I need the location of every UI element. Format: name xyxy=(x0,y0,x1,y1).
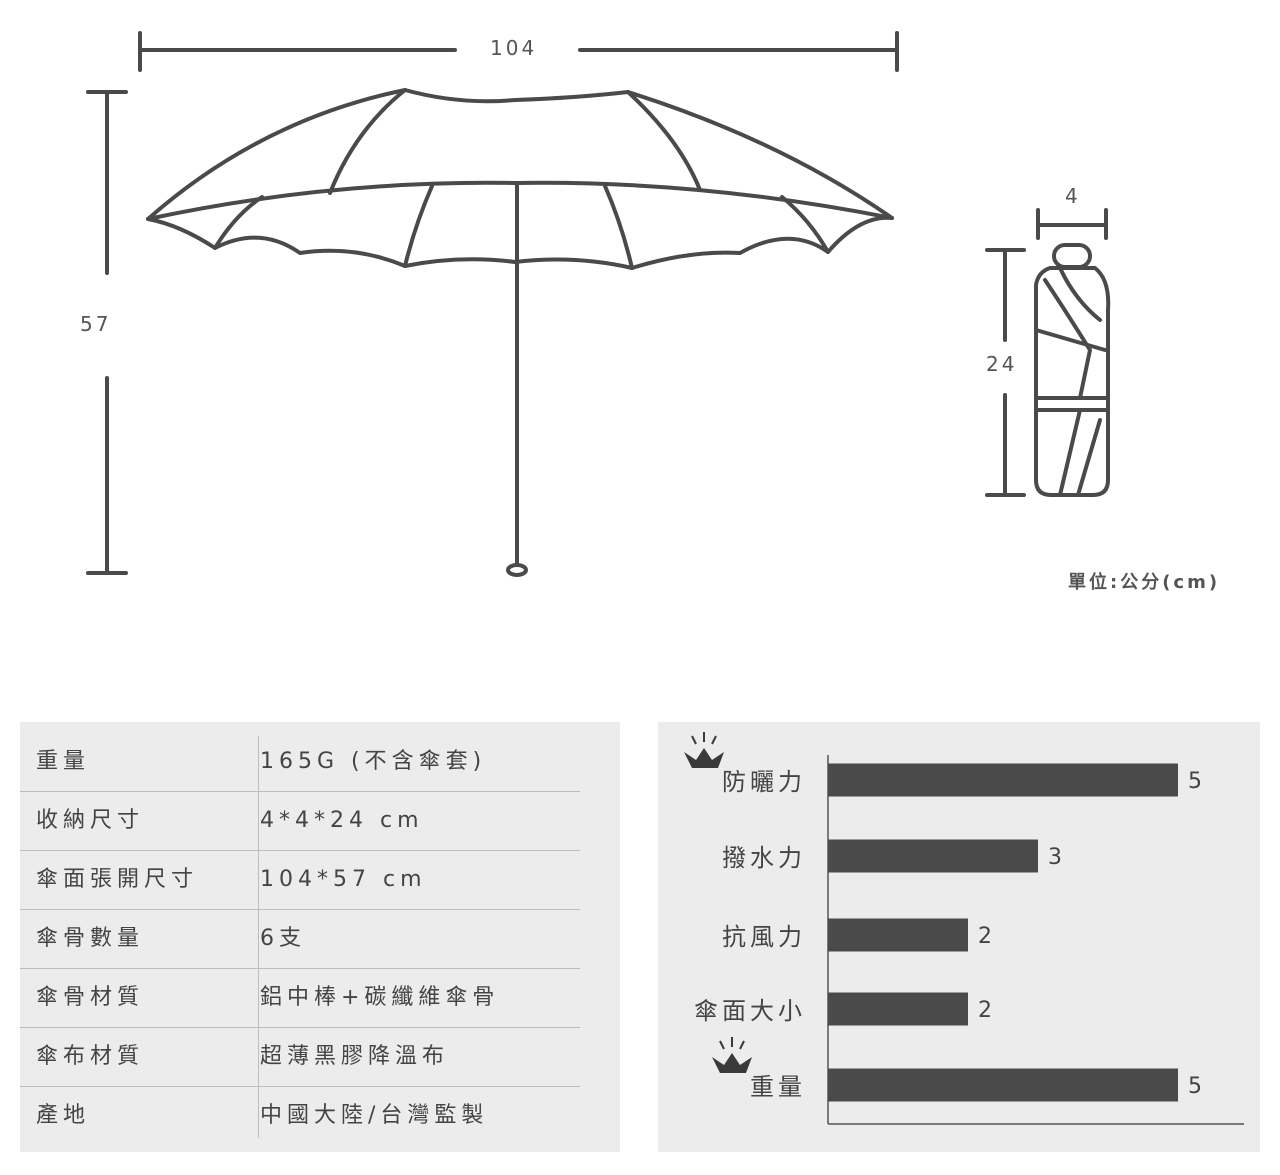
spec-value: 超薄黑膠降溫布 xyxy=(260,1044,450,1069)
spec-label: 傘布材質 xyxy=(36,1044,145,1069)
folded-width-label: 4 xyxy=(1065,184,1081,208)
spec-table xyxy=(20,722,620,1152)
unit-note: 單位:公分(cm) xyxy=(1068,572,1221,593)
rating-chart: 5 防曬力 3 撥水力 2 抗風力 2 傘面大小 5 重量 xyxy=(684,732,1244,1125)
spec-label: 收納尺寸 xyxy=(36,808,145,833)
spec-table-divider xyxy=(258,736,259,1138)
bar xyxy=(828,992,968,1026)
spec-row-origin: 產地 中國大陸/台灣監製 xyxy=(20,1087,580,1145)
spec-value: 4*4*24 cm xyxy=(260,808,424,833)
bar xyxy=(828,839,1038,873)
category-label: 防曬力 xyxy=(722,768,806,796)
spec-value: 6支 xyxy=(260,926,306,951)
bar-value-label: 2 xyxy=(978,998,992,1023)
bar xyxy=(828,763,1178,797)
category-label: 撥水力 xyxy=(722,844,806,872)
spec-row-folded-size: 收納尺寸 4*4*24 cm xyxy=(20,792,580,851)
open-width-label: 104 xyxy=(490,36,538,60)
category-label: 傘面大小 xyxy=(694,997,806,1025)
umbrella-handle xyxy=(506,563,528,577)
crown-icon xyxy=(684,732,724,768)
spec-value: 165G (不含傘套) xyxy=(260,749,487,774)
open-height-label: 57 xyxy=(80,312,112,336)
spec-label: 傘骨材質 xyxy=(36,985,145,1010)
spec-row-rib-material: 傘骨材質 鋁中棒+碳纖維傘骨 xyxy=(20,969,580,1028)
folded-length-label: 24 xyxy=(986,352,1018,376)
folded-umbrella-body xyxy=(1034,266,1111,497)
bar-value-label: 5 xyxy=(1188,769,1202,794)
spec-value: 104*57 cm xyxy=(260,867,427,892)
umbrella-diagram xyxy=(86,31,1111,577)
crown-icon xyxy=(712,1037,752,1073)
spec-row-weight: 重量 165G (不含傘套) xyxy=(20,733,580,792)
spec-label: 傘骨數量 xyxy=(36,926,145,951)
umbrella-canopy xyxy=(146,88,894,270)
spec-label: 傘面張開尺寸 xyxy=(36,867,199,892)
category-label: 重量 xyxy=(750,1073,806,1101)
folded-umbrella-cap xyxy=(1052,243,1092,269)
bar xyxy=(828,918,968,952)
spec-label: 產地 xyxy=(36,1103,91,1128)
category-label: 抗風力 xyxy=(722,923,806,951)
spec-label: 重量 xyxy=(36,749,91,774)
spec-row-rib-count: 傘骨數量 6支 xyxy=(20,910,580,969)
spec-row-open-size: 傘面張開尺寸 104*57 cm xyxy=(20,851,580,910)
spec-row-fabric-material: 傘布材質 超薄黑膠降溫布 xyxy=(20,1028,580,1087)
spec-value: 中國大陸/台灣監製 xyxy=(260,1103,489,1128)
bar-value-label: 5 xyxy=(1188,1074,1202,1099)
bar-value-label: 2 xyxy=(978,924,992,949)
spec-value: 鋁中棒+碳纖維傘骨 xyxy=(260,985,500,1010)
bar xyxy=(828,1068,1178,1102)
bar-value-label: 3 xyxy=(1048,845,1062,870)
